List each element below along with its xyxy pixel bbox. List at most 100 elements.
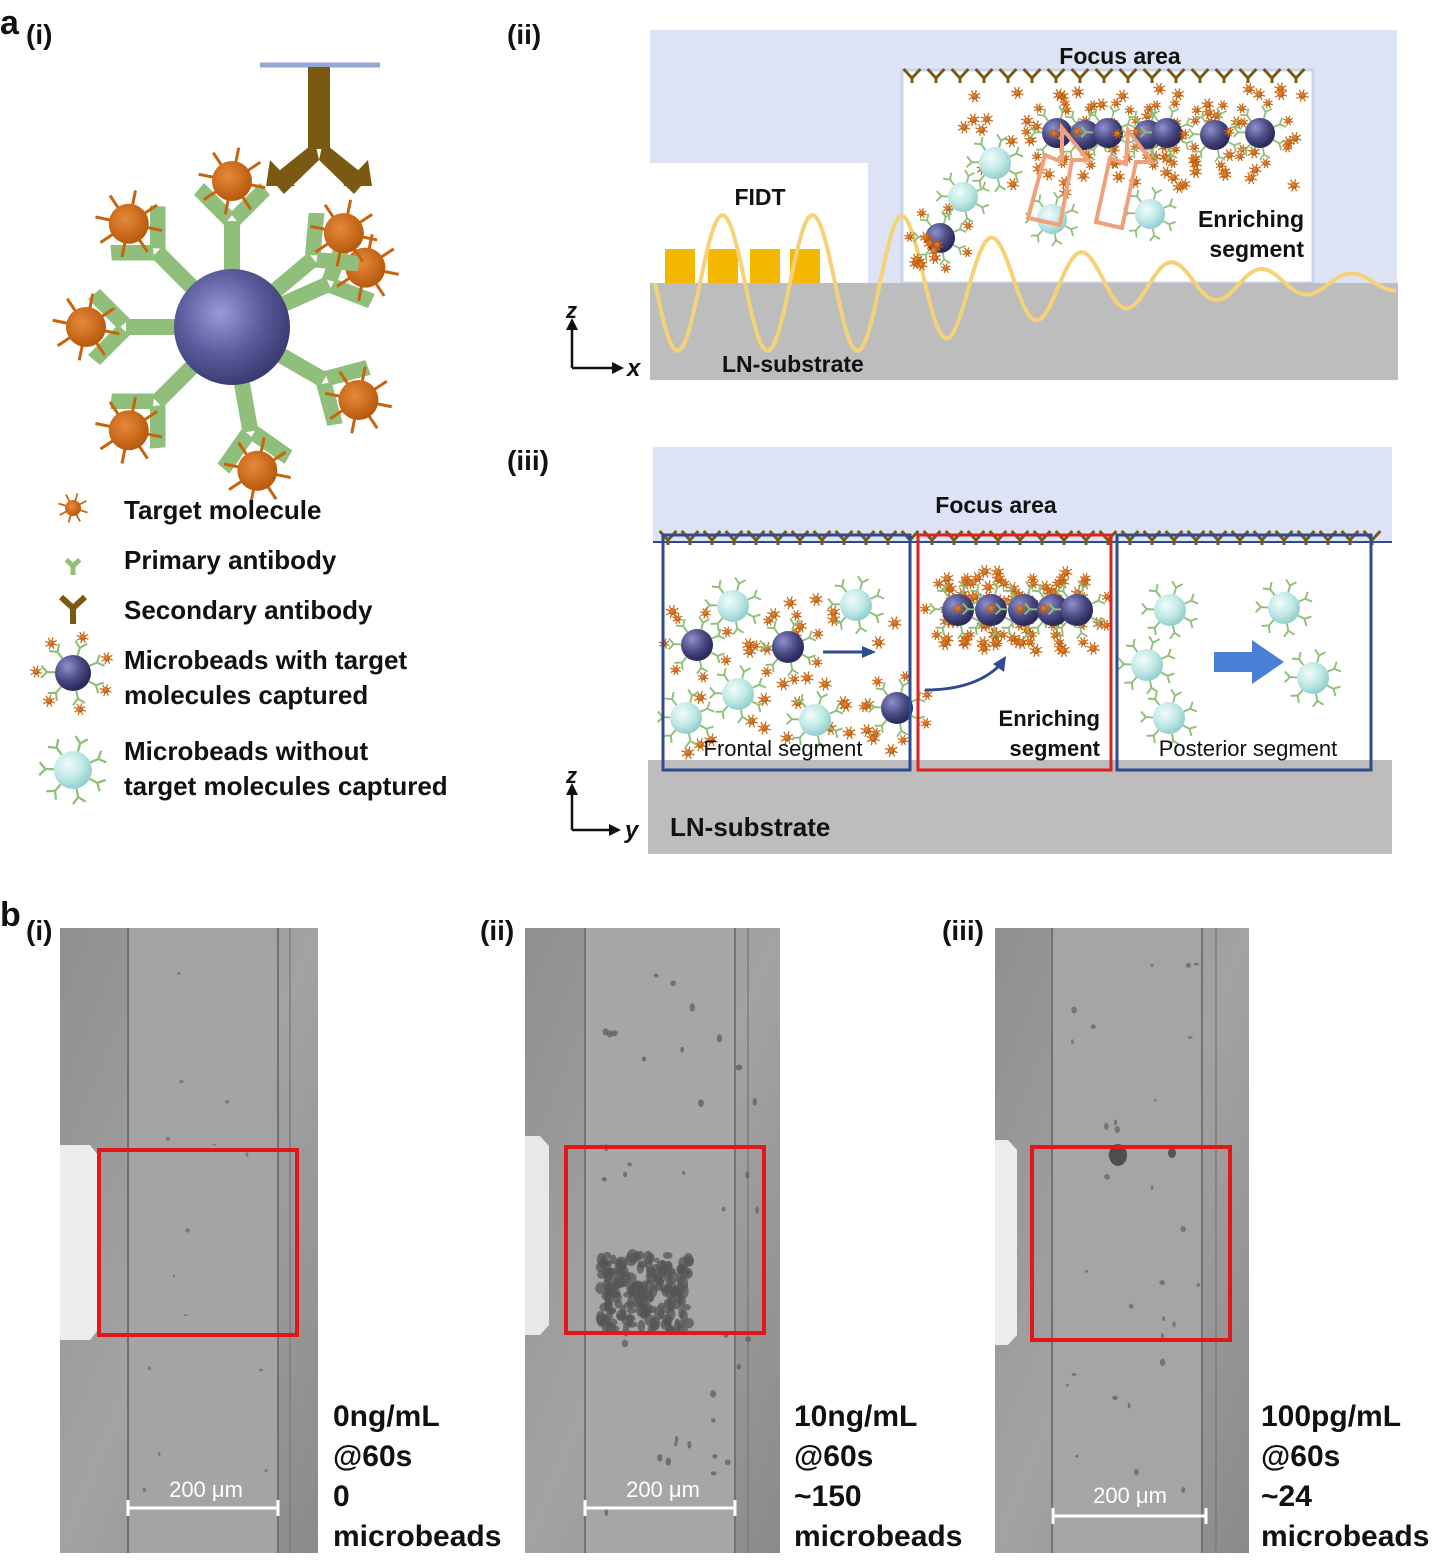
primary-antibody-icon — [715, 705, 729, 720]
primary-antibody-icon — [802, 630, 817, 642]
primary-antibody-icon — [1283, 670, 1298, 684]
primary-antibody-icon — [708, 686, 723, 700]
legend-target-icon — [58, 493, 88, 523]
primary-antibody-icon — [752, 677, 767, 689]
target-molecule-icon — [1282, 142, 1293, 153]
target-molecule-icon — [720, 654, 732, 666]
target-molecule-icon — [1170, 144, 1181, 155]
caption-unit: microbeads — [1261, 1520, 1429, 1553]
target-molecule-icon — [1224, 126, 1235, 137]
primary-antibody-icon — [896, 723, 909, 738]
caption-time: @60s — [333, 1440, 412, 1473]
captured-microbead-icon — [1224, 98, 1294, 169]
target-molecule-icon — [1217, 100, 1229, 111]
primary-antibody-icon — [789, 617, 801, 632]
target-molecule-icon — [809, 592, 823, 607]
target-molecule-icon — [741, 637, 756, 652]
fidt-electrodes — [665, 249, 820, 283]
target-molecule-icon — [1038, 580, 1052, 594]
primary-antibody-icon — [72, 788, 87, 805]
secondary-antibody-icon — [950, 67, 970, 83]
primary-antibody-icon — [1240, 108, 1252, 122]
target-molecule-icon — [1029, 643, 1043, 658]
primary-antibody-icon — [1145, 143, 1158, 157]
target-molecule-icon — [721, 626, 733, 638]
primary-antibody-icon — [1312, 693, 1325, 708]
target-molecule-icon — [693, 737, 707, 752]
primary-antibody-icon — [711, 628, 726, 640]
target-molecule-icon — [884, 743, 899, 758]
target-molecule-icon — [1080, 572, 1091, 584]
target-molecule-icon — [1189, 153, 1201, 164]
electrode-tip — [60, 1145, 98, 1340]
empty-microbead-icon — [1139, 688, 1198, 748]
primary-antibody-icon — [1124, 676, 1138, 691]
secondary-antibody-icon — [1070, 67, 1090, 83]
target-molecule-icon — [697, 671, 709, 683]
target-molecule-icon — [900, 670, 911, 682]
legend-secondary-antibody-icon — [58, 594, 88, 624]
target-molecule-icon — [1024, 636, 1036, 648]
primary-antibody-icon — [1216, 107, 1228, 121]
primary-antibody-icon — [1054, 621, 1068, 636]
primary-antibody-icon — [857, 575, 869, 590]
flow-arrows — [1025, 122, 1156, 231]
target-molecule-icon — [324, 366, 393, 434]
primary-antibody-icon — [700, 701, 715, 713]
captured-microbead-icon — [749, 609, 824, 685]
target-molecule-icon — [1274, 87, 1288, 101]
target-molecule-icon — [916, 208, 927, 219]
acoustic-wave — [653, 213, 1397, 353]
target-molecule-icon — [842, 726, 856, 740]
target-molecule-icon — [976, 636, 990, 650]
secondary-antibody-icon — [1142, 67, 1162, 83]
primary-antibody-icon — [1055, 583, 1069, 598]
primary-antibody-icon — [965, 155, 980, 169]
primary-antibody-icon — [1140, 602, 1155, 616]
primary-antibody-icon — [758, 639, 773, 653]
target-molecule-icon — [1050, 629, 1062, 641]
target-molecule-icon — [858, 701, 870, 713]
caption-unit: microbeads — [794, 1520, 962, 1553]
primary-antibody-icon — [739, 664, 751, 679]
primary-antibody-icon — [766, 620, 780, 635]
primary-antibody-icon — [1076, 625, 1089, 640]
target-molecule-icon — [1222, 148, 1236, 162]
primary-antibody-icon — [961, 602, 976, 616]
panel-a-ii-label: (ii) — [507, 19, 541, 50]
target-molecule-icon — [1005, 134, 1018, 148]
target-molecule-icon — [1244, 171, 1258, 185]
target-molecule-icon — [1076, 169, 1090, 183]
secondary-antibody-icon — [902, 67, 922, 83]
micrograph-i: (i) 200 μm 0ng/mL @60s 0 microbeads — [26, 915, 501, 1553]
target-molecule-icon — [1143, 103, 1154, 114]
target-molecule-icon — [1052, 578, 1063, 590]
primary-antibody-icon — [968, 621, 982, 636]
caption-time: @60s — [794, 1440, 873, 1473]
primary-antibody-icon — [110, 359, 200, 449]
secondary-antibody-icon — [1166, 67, 1186, 83]
target-molecule-icon — [672, 613, 683, 625]
secondary-antibody-icon — [1214, 67, 1234, 83]
target-molecule-icon — [1052, 88, 1066, 102]
primary-antibody-icon — [1125, 638, 1139, 653]
primary-antibody-icon — [765, 658, 779, 673]
primary-antibody-icon — [1326, 684, 1341, 697]
enriching-segment-box — [916, 533, 1113, 772]
primary-antibody-icon — [1273, 117, 1287, 128]
primary-antibody-icon — [855, 620, 868, 635]
focus-area-label: Focus area — [935, 492, 1057, 518]
target-molecule-icon — [919, 231, 932, 244]
target-molecule-icon — [1159, 166, 1173, 179]
ln-substrate — [650, 283, 1398, 380]
target-molecule-icon — [1006, 177, 1020, 191]
large-flow-arrow — [1214, 640, 1284, 684]
target-molecule-icon — [788, 673, 800, 685]
primary-antibody-icon — [46, 783, 62, 800]
target-molecule-icon — [1179, 128, 1190, 139]
caption-concentration: 0ng/mL — [333, 1400, 440, 1433]
target-molecule-icon — [1190, 115, 1201, 126]
target-molecule-icon — [42, 694, 55, 708]
legend-captured-bead-line1: Microbeads with target — [124, 645, 407, 675]
